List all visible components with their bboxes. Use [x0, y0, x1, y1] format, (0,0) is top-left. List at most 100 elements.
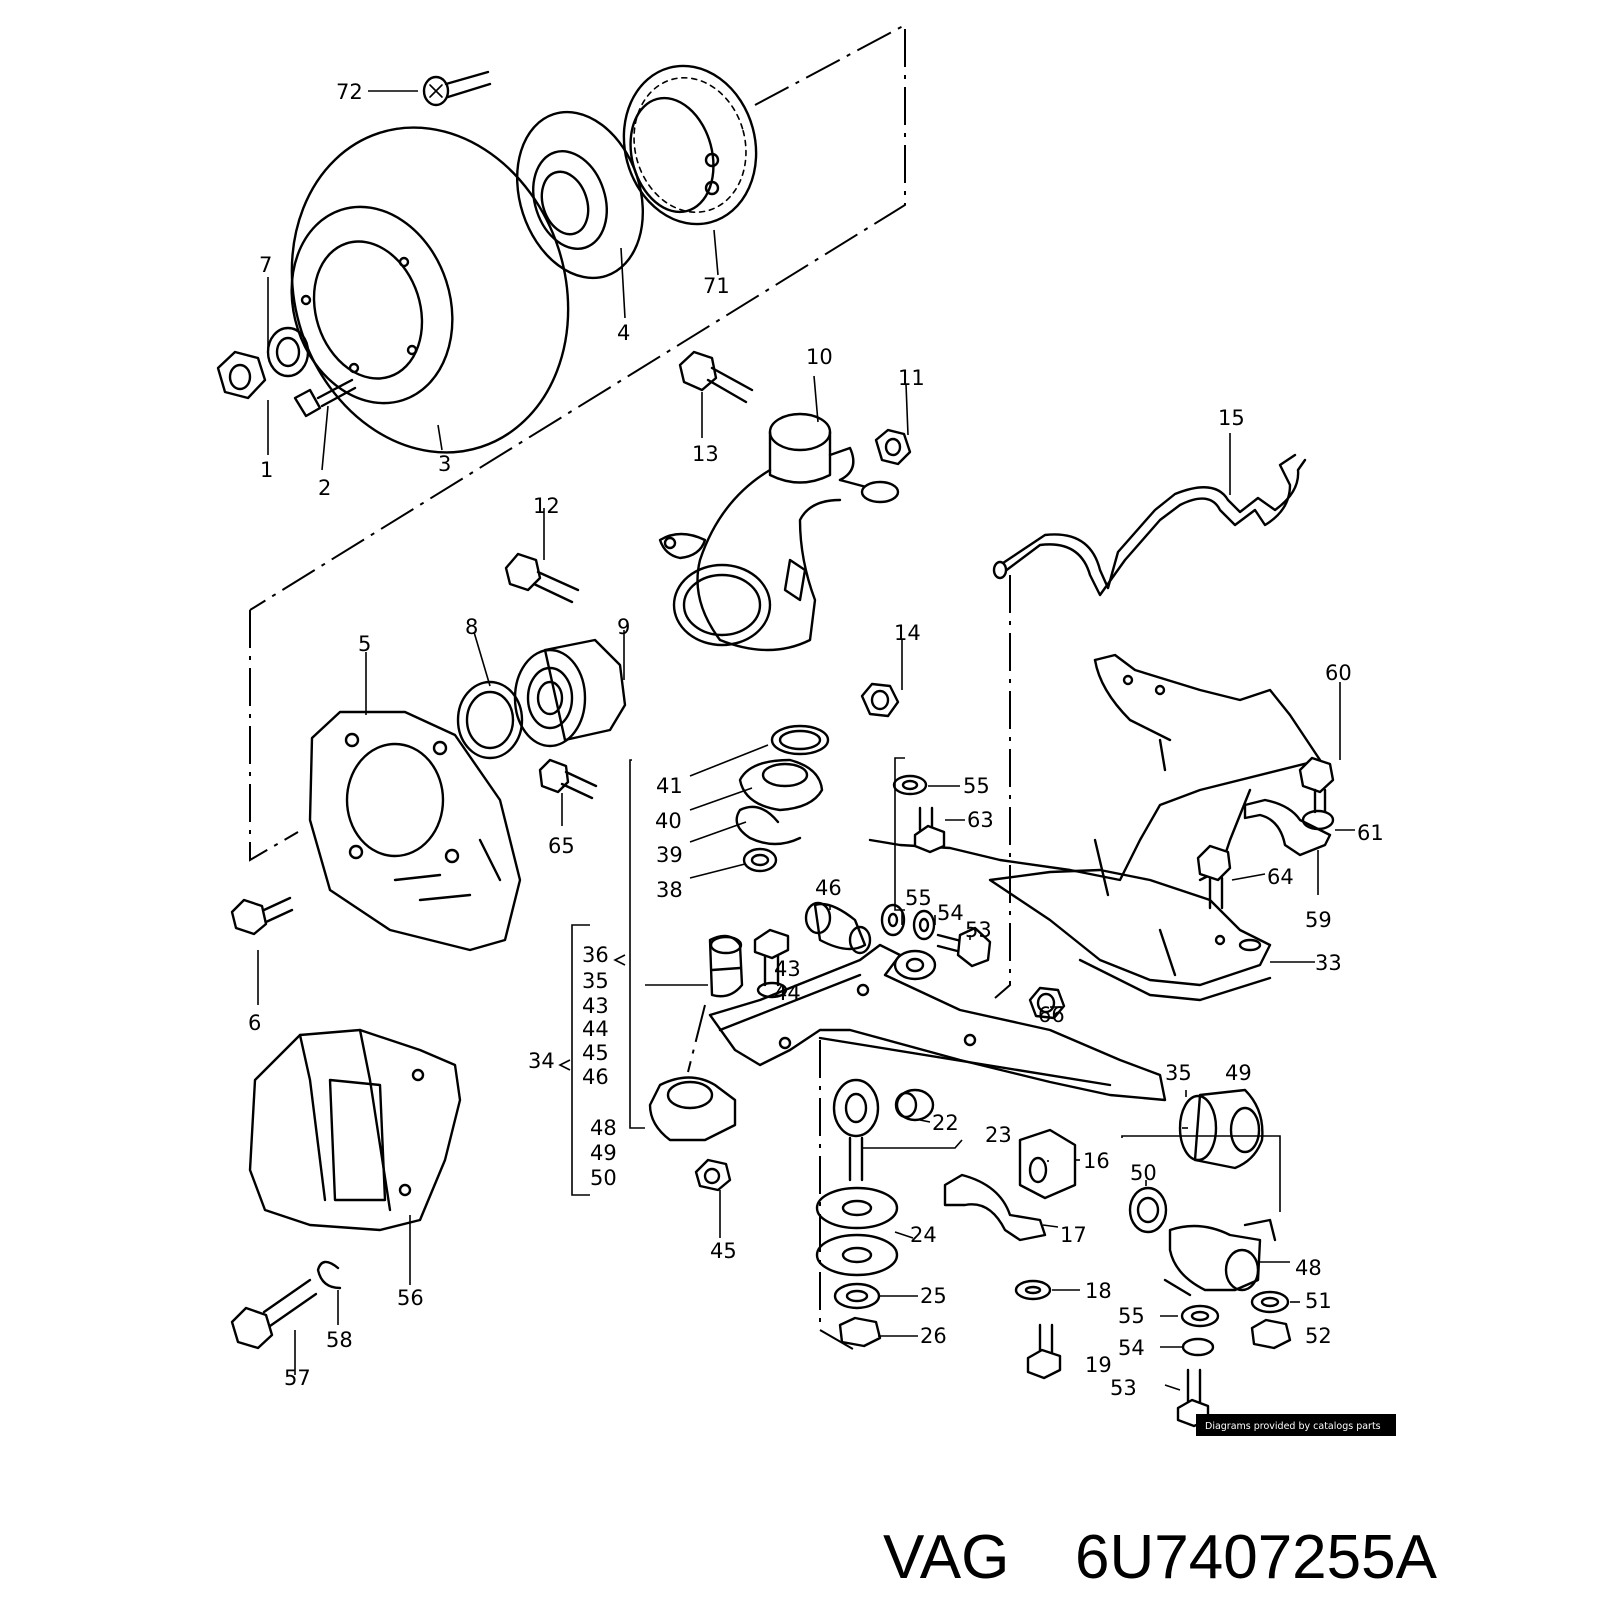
callout: 45 [582, 1041, 609, 1065]
rubber-bush-16 [1018, 1128, 1077, 1200]
washer-54-lower [1181, 1337, 1215, 1357]
splash-shield [308, 710, 522, 952]
eye-bolt [832, 1078, 880, 1182]
callout: 2 [318, 476, 331, 500]
circlip [456, 680, 524, 760]
callout: 22 [932, 1111, 959, 1135]
callout: 10 [806, 345, 833, 369]
callout: 3 [438, 452, 451, 476]
axis-lines [249, 23, 1011, 1353]
callout: 24 [910, 1223, 937, 1247]
bolt-19 [1026, 1323, 1062, 1380]
bolt-53-mid [936, 926, 992, 968]
callout: 33 [1315, 951, 1342, 975]
callout: 4 [617, 321, 630, 345]
callout: 19 [1085, 1353, 1112, 1377]
part-caption: VAG 6U7407255A [883, 1523, 1438, 1592]
callout: 48 [590, 1116, 617, 1140]
callout: 25 [920, 1284, 947, 1308]
callout: 48 [1295, 1256, 1322, 1280]
nut-26 [838, 1316, 882, 1348]
screw-2 [293, 378, 357, 418]
credit-badge: Diagrams provided by catalogs parts [1196, 1414, 1396, 1436]
brackets [558, 757, 1281, 1212]
callout: 53 [965, 918, 992, 942]
clamp-17 [943, 1173, 1047, 1242]
nut-14 [860, 682, 900, 718]
subframe [868, 653, 1322, 1002]
callout: 49 [1225, 1061, 1252, 1085]
callout: 51 [1305, 1289, 1332, 1313]
callout: 16 [1083, 1149, 1110, 1173]
anti-roll-bar [992, 453, 1307, 597]
callout: 13 [692, 442, 719, 466]
callout: 43 [774, 957, 801, 981]
ring-50 [1128, 1186, 1168, 1234]
callout: 54 [1118, 1336, 1145, 1360]
washer-18 [1014, 1279, 1052, 1301]
callout: 1 [260, 458, 273, 482]
callout: 18 [1085, 1279, 1112, 1303]
clamp-59 [1243, 798, 1332, 857]
bush-22 [894, 1088, 935, 1122]
callout: 41 [656, 774, 683, 798]
washer-55-lower [1180, 1304, 1220, 1328]
callout: 55 [905, 886, 932, 910]
callout: 58 [326, 1328, 353, 1352]
callout: 35 [1165, 1061, 1192, 1085]
callout: 43 [582, 994, 609, 1018]
callout: 53 [1110, 1376, 1137, 1400]
bolt-64 [1196, 844, 1232, 910]
steering-knuckle [658, 412, 900, 652]
nut-66 [1028, 986, 1066, 1020]
callout: 65 [548, 834, 575, 858]
part-number: 6U7407255A [1075, 1523, 1438, 1592]
washer-55-mid [880, 903, 906, 937]
bush-46 [804, 901, 872, 955]
callout: 45 [710, 1239, 737, 1263]
callout: 46 [582, 1065, 609, 1089]
bolt-65 [538, 758, 598, 800]
bolt-60 [1298, 756, 1335, 814]
credit-text: Diagrams provided by catalogs parts [1205, 1421, 1381, 1432]
callout: 59 [1305, 908, 1332, 932]
washer-54-mid [912, 909, 936, 941]
callout-labels: 72 71 7 4 1 2 3 10 11 13 15 12 5 8 9 14 … [248, 80, 1384, 1400]
circlip-39 [735, 805, 802, 846]
callout: 14 [894, 621, 921, 645]
ball-joint [708, 934, 744, 998]
bolt-43 [753, 928, 790, 999]
control-arm [708, 943, 1167, 1102]
callout: 34 [528, 1049, 555, 1073]
callout: 54 [937, 901, 964, 925]
leader-lines [257, 90, 1355, 1391]
nut-11 [874, 428, 912, 466]
callout: 26 [920, 1324, 947, 1348]
callout: 52 [1305, 1324, 1332, 1348]
bolt-72 [422, 70, 492, 107]
callout: 61 [1357, 821, 1384, 845]
abs-ring [622, 64, 758, 226]
callout: 50 [1130, 1161, 1157, 1185]
callout: 36 [582, 943, 609, 967]
callout: 49 [590, 1141, 617, 1165]
washer-55-upper [892, 774, 928, 796]
callout: 5 [358, 632, 371, 656]
callout: 66 [1038, 1003, 1065, 1027]
callout: 23 [985, 1123, 1012, 1147]
bolt-13 [678, 350, 754, 404]
wheel-hub [515, 110, 645, 280]
callout: 55 [1118, 1304, 1145, 1328]
dust-boot-40 [738, 758, 824, 812]
callout: 7 [259, 253, 272, 277]
bush-holder-48 [648, 1076, 737, 1142]
bolt-63 [913, 806, 946, 854]
hub-nut [216, 350, 267, 400]
washer-25 [833, 1282, 881, 1310]
nut-52 [1250, 1318, 1292, 1350]
callout: 40 [655, 809, 682, 833]
callout: 64 [1267, 865, 1294, 889]
rubber-disc-24-upper [815, 1186, 899, 1230]
mount-48 [1163, 1218, 1277, 1297]
arm-bush-49 [1178, 1088, 1264, 1170]
